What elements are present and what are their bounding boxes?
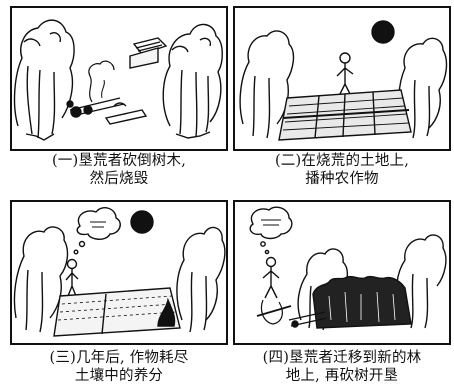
dense-forest (312, 275, 412, 329)
depleted-field (53, 287, 181, 337)
caption-line-1: (三)几年后, 作物耗尽 (49, 350, 189, 366)
caption-line-1: (四)垦荒者迁移到新的林 (262, 350, 422, 366)
caption-line-2: 播种农作物 (305, 171, 379, 187)
panel-2-caption: (二)在烧荒的土地上, 播种农作物 (233, 152, 451, 188)
caption-line-1: (二)在烧荒的土地上, (274, 153, 410, 169)
caption-line-2: 地上, 再砍树开垦 (285, 368, 399, 384)
panel-4-illustration (233, 200, 451, 345)
fallen-logs (66, 97, 148, 125)
panel-1-illustration (10, 6, 228, 151)
farmer-figure (65, 258, 79, 297)
fallen-logs (288, 311, 328, 328)
caption-line-1: (一)垦荒者砍倒树木, (51, 153, 187, 169)
caption-line-2: 然后烧毁 (89, 171, 149, 187)
fire-pit (157, 297, 176, 327)
panel-2-illustration (233, 6, 451, 151)
migrant-figures (256, 256, 292, 325)
plowed-field (278, 89, 412, 141)
panel-4-caption: (四)垦荒者迁移到新的林 地上, 再砍树开垦 (233, 349, 451, 385)
tree-cluster-right (162, 23, 223, 139)
caption-line-2: 土壤中的养分 (74, 368, 164, 384)
tree-cluster-left (13, 19, 75, 141)
farmer-figure (336, 52, 354, 97)
thought-bubble (249, 206, 293, 255)
panel-3-illustration (10, 200, 228, 345)
thought-bubble (73, 207, 121, 255)
sun-icon (371, 20, 395, 44)
cabin (129, 37, 168, 69)
panel-3-caption: (三)几年后, 作物耗尽 土壤中的养分 (10, 349, 228, 385)
sun-icon (130, 210, 154, 234)
panel-1-caption: (一)垦荒者砍倒树木, 然后烧毁 (10, 152, 228, 188)
